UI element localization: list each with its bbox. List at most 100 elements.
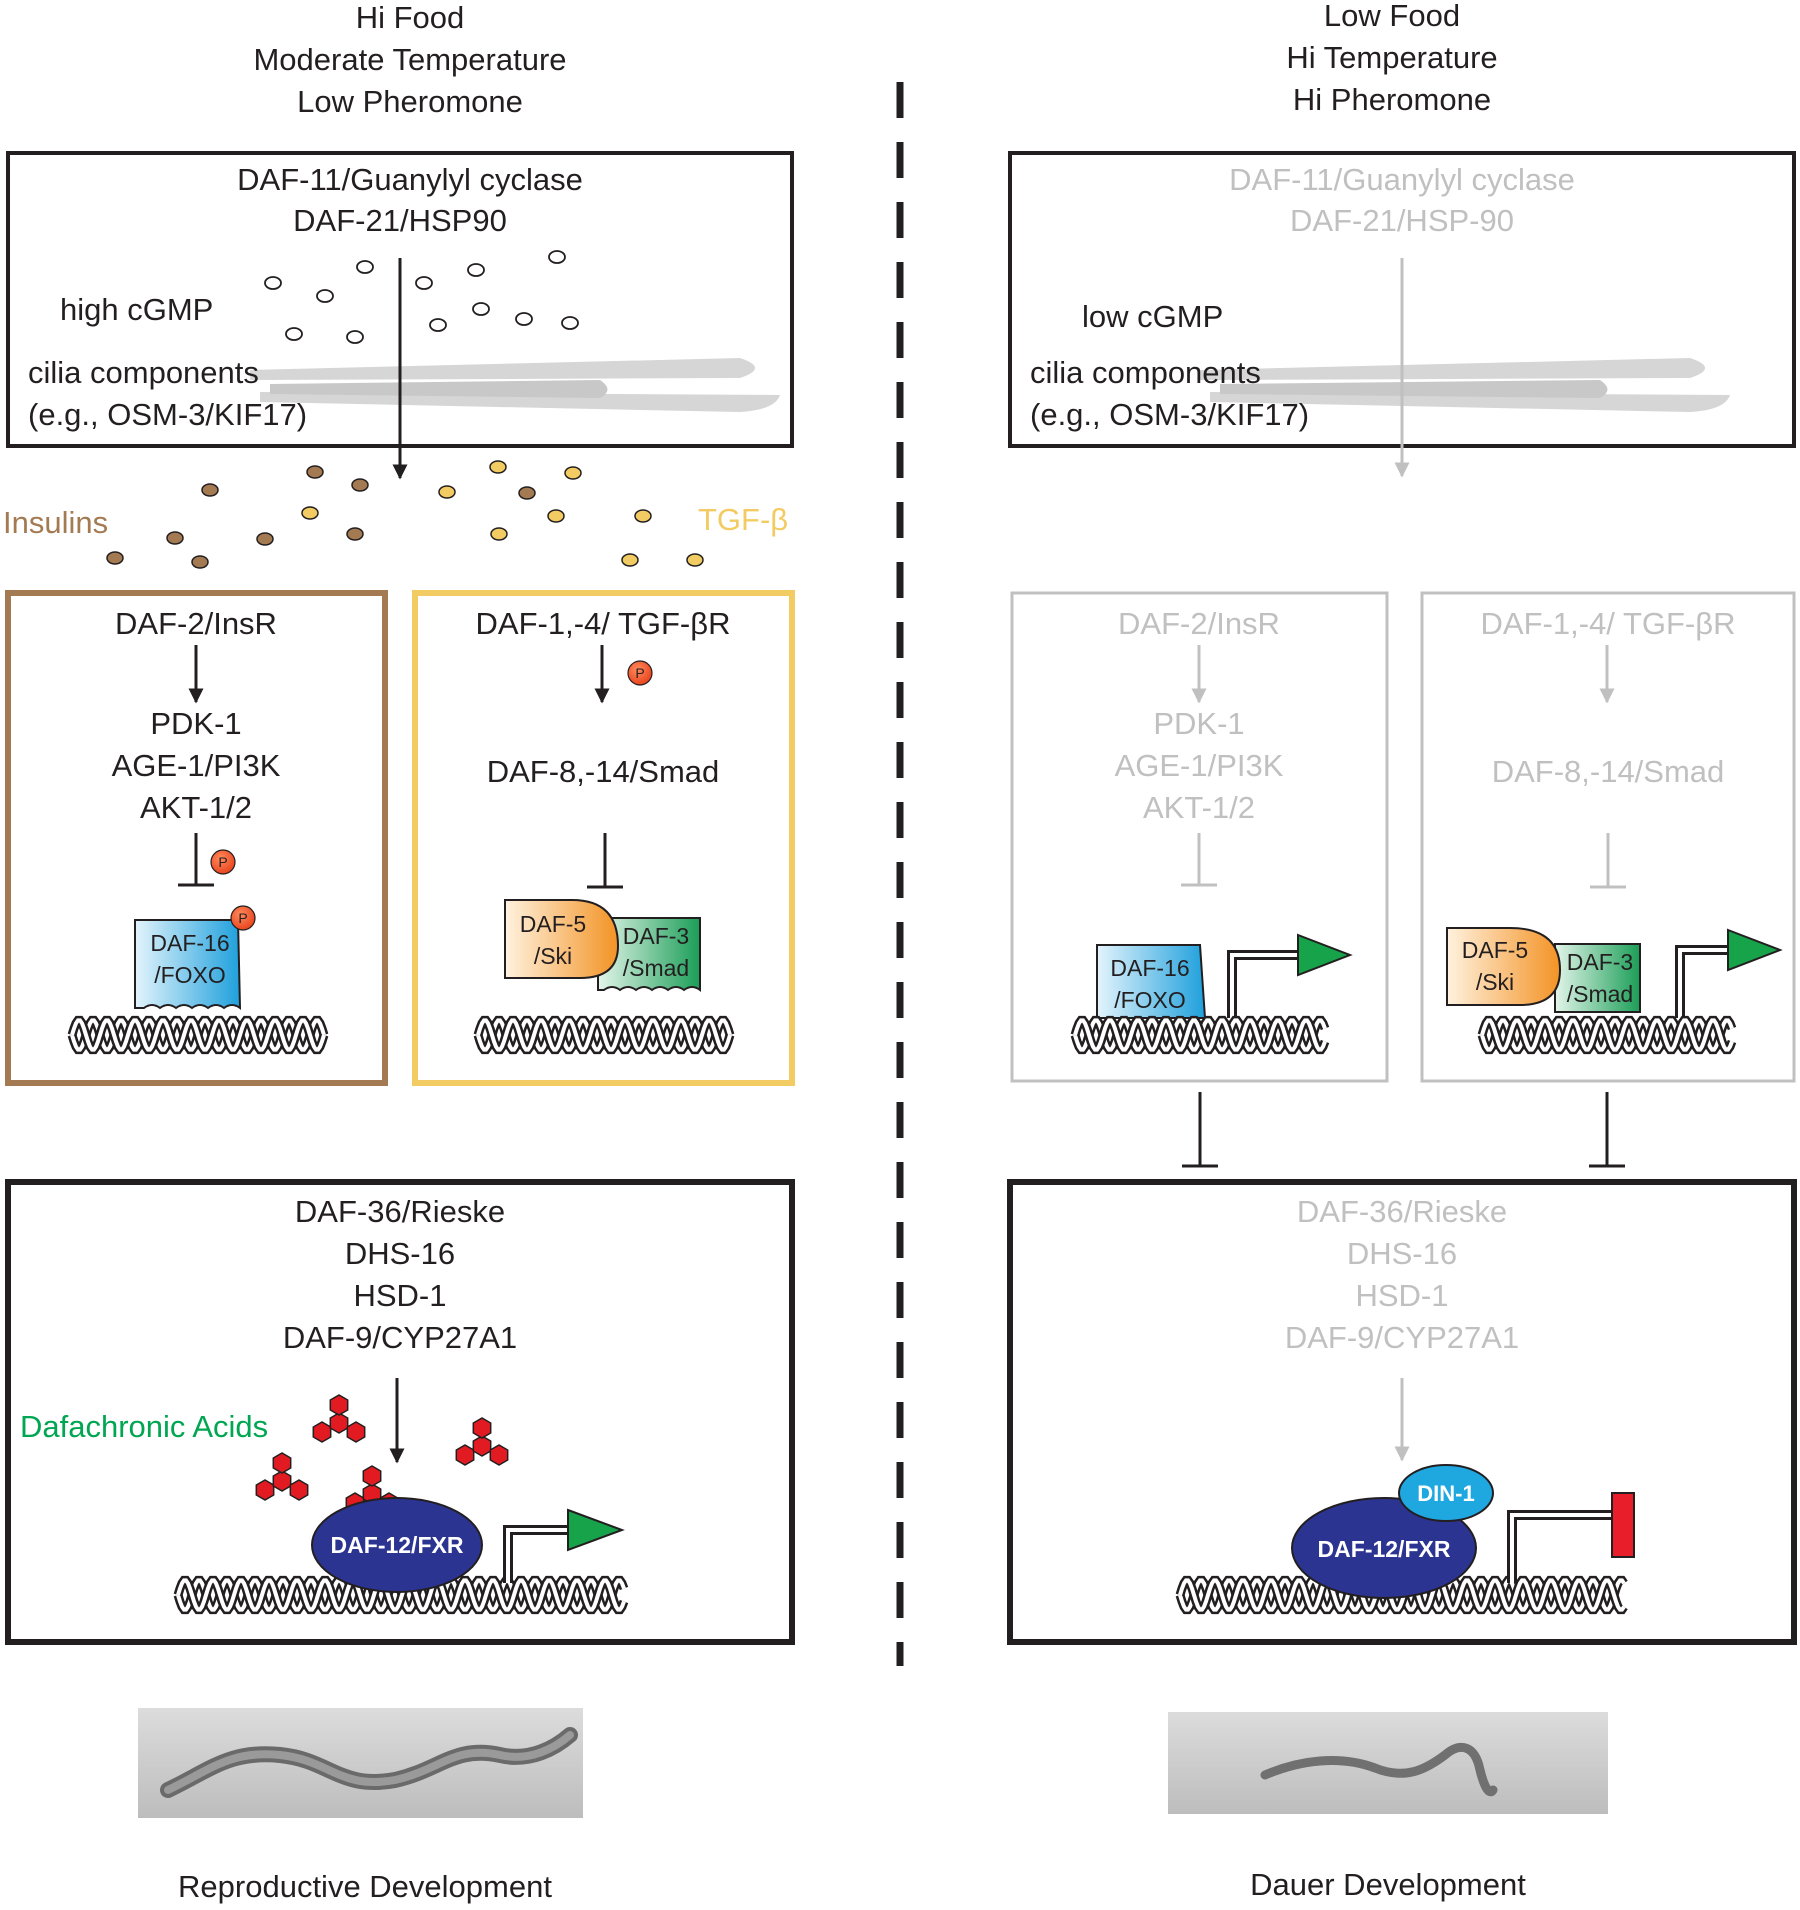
right-tgf-inhibit: [1590, 833, 1626, 889]
dna-helix: [1070, 1015, 1330, 1055]
right-box-inhibit: [1182, 1092, 1625, 1168]
right-promoter-arrow-insulin: [1227, 933, 1353, 1018]
right-age1: AGE-1/PI3K: [1115, 748, 1284, 783]
right-promoter-arrow-tgf: [1675, 928, 1783, 1018]
left-cilia-label: cilia components: [28, 355, 259, 390]
right-steroid-box: DAF-36/Rieske DHS-16 HSD-1 DAF-9/CYP27A1…: [1007, 1179, 1797, 1645]
left-daf12-fxr: DAF-12/FXR: [311, 1497, 483, 1593]
left-daf2-receptor: DAF-2/InsR: [115, 606, 277, 641]
right-daf12-fxr: DAF-12/FXR: [1291, 1497, 1477, 1599]
tgf-beta-label: TGF-β: [698, 502, 788, 537]
reproductive-worm-image: [138, 1708, 583, 1818]
left-conditions: Hi Food Moderate Temperature Low Pheromo…: [253, 0, 566, 119]
left-promoter-arrow: [503, 1508, 625, 1583]
hexagon-ring: [455, 1444, 475, 1466]
svg-text:DAF-12/FXR: DAF-12/FXR: [331, 1532, 464, 1558]
cilia-shape: [260, 392, 780, 412]
right-conditions: Low Food Hi Temperature Hi Pheromone: [1286, 0, 1497, 117]
hexagon-ring: [289, 1479, 309, 1501]
hexagon-ring: [272, 1470, 292, 1492]
right-insulin-box: DAF-2/InsR PDK-1 AGE-1/PI3K AKT-1/2 DAF-…: [1010, 591, 1389, 1083]
left-condition-food: Hi Food: [356, 0, 465, 35]
right-daf9: DAF-9/CYP27A1: [1285, 1320, 1519, 1355]
right-insulin-inhibit: [1181, 833, 1217, 887]
hexagon-ring: [329, 1412, 349, 1434]
svg-text:/FOXO: /FOXO: [1114, 987, 1186, 1013]
right-akt: AKT-1/2: [1143, 790, 1255, 825]
left-pdk1: PDK-1: [150, 706, 241, 741]
right-daf16-foxo: DAF-16 /FOXO: [1096, 944, 1207, 1019]
left-condition-pheromone: Low Pheromone: [297, 84, 523, 119]
daf5-ski: DAF-5 /Ski: [504, 899, 620, 979]
svg-text:P: P: [635, 665, 644, 681]
right-daf8-smad: DAF-8,-14/Smad: [1492, 754, 1725, 789]
svg-text:P: P: [238, 910, 247, 926]
hexagon-ring: [362, 1465, 382, 1487]
hexagon-ring: [312, 1421, 332, 1443]
right-pdk1: PDK-1: [1153, 706, 1244, 741]
svg-text:DIN-1: DIN-1: [1417, 1481, 1474, 1506]
right-guanylyl-cyclase: DAF-11/Guanylyl cyclase: [1229, 162, 1575, 197]
hexagon-ring: [489, 1444, 509, 1466]
hexagon-ring: [272, 1452, 292, 1474]
cilia-shape: [1200, 358, 1705, 380]
left-daf8-smad: DAF-8,-14/Smad: [487, 754, 720, 789]
left-cgmp-label: high cGMP: [60, 292, 213, 327]
left-cilia-example: (e.g., OSM-3/KIF17): [28, 397, 307, 432]
right-daf2-receptor: DAF-2/InsR: [1118, 606, 1280, 641]
hexagon-ring: [472, 1417, 492, 1439]
hexagon-ring: [346, 1421, 366, 1443]
right-repressed-promoter: [1507, 1492, 1635, 1583]
svg-text:DAF-5: DAF-5: [520, 911, 586, 937]
phospho-badge: P: [627, 660, 653, 686]
left-steroid-box: DAF-36/Rieske DHS-16 HSD-1 DAF-9/CYP27A1…: [5, 1179, 795, 1645]
svg-text:/Smad: /Smad: [623, 955, 689, 981]
left-hsd1: HSD-1: [353, 1278, 446, 1313]
cilia-shape: [250, 358, 755, 380]
right-daf36: DAF-36/Rieske: [1297, 1194, 1507, 1229]
svg-text:DAF-3: DAF-3: [1567, 949, 1633, 975]
svg-text:P: P: [218, 854, 227, 870]
left-age1: AGE-1/PI3K: [112, 748, 281, 783]
daf3-smad: DAF-3 /Smad: [597, 917, 701, 992]
tgf-molecules: [301, 460, 704, 567]
right-daf1-receptor: DAF-1,-4/ TGF-βR: [1481, 606, 1736, 641]
left-hsp90: DAF-21/HSP90: [293, 203, 507, 238]
right-cilia-label: cilia components: [1030, 355, 1261, 390]
svg-text:DAF-16: DAF-16: [150, 930, 229, 956]
insulins-label: Insulins: [3, 505, 108, 540]
svg-text:DAF-5: DAF-5: [1462, 937, 1528, 963]
din1-cofactor: DIN-1: [1398, 1464, 1494, 1522]
cilia-shape: [270, 380, 608, 398]
daf16-foxo: DAF-16 /FOXO: [134, 919, 242, 1011]
left-daf9: DAF-9/CYP27A1: [283, 1320, 517, 1355]
right-daf3-smad: DAF-3 /Smad: [1554, 943, 1641, 1013]
dafachronic-acids-label: Dafachronic Acids: [20, 1409, 268, 1444]
dna-helix: [1477, 1015, 1737, 1055]
cgmp-molecules: [264, 250, 579, 344]
svg-text:/FOXO: /FOXO: [154, 962, 226, 988]
left-condition-temperature: Moderate Temperature: [253, 42, 566, 77]
hexagon-ring: [329, 1394, 349, 1416]
insulin-molecules: [106, 465, 536, 569]
left-akt: AKT-1/2: [140, 790, 252, 825]
right-cgmp-label: low cGMP: [1082, 299, 1223, 334]
left-insulin-box: DAF-2/InsR PDK-1 AGE-1/PI3K AKT-1/2 P DA…: [5, 590, 388, 1086]
svg-text:/Smad: /Smad: [1567, 981, 1633, 1007]
right-condition-pheromone: Hi Pheromone: [1293, 82, 1491, 117]
right-tgf-box: DAF-1,-4/ TGF-βR DAF-8,-14/Smad DAF-3 /S…: [1420, 591, 1796, 1083]
svg-text:/Ski: /Ski: [1476, 969, 1514, 995]
dauer-worm-image: [1168, 1712, 1608, 1814]
right-daf5-ski: DAF-5 /Ski: [1446, 927, 1562, 1006]
right-hsp90: DAF-21/HSP-90: [1290, 203, 1514, 238]
left-daf1-receptor: DAF-1,-4/ TGF-βR: [476, 606, 731, 641]
right-dhs16: DHS-16: [1347, 1236, 1457, 1271]
phospho-badge: P: [210, 849, 236, 875]
left-tgf-inhibit: [587, 833, 623, 889]
dauer-development-label: Dauer Development: [1250, 1867, 1526, 1902]
svg-text:DAF-12/FXR: DAF-12/FXR: [1318, 1536, 1451, 1562]
hexagon-ring: [255, 1479, 275, 1501]
phospho-badge: P: [230, 905, 256, 931]
left-tgf-box: DAF-1,-4/ TGF-βR DAF-8,-14/Smad P DAF-3 …: [412, 590, 795, 1086]
